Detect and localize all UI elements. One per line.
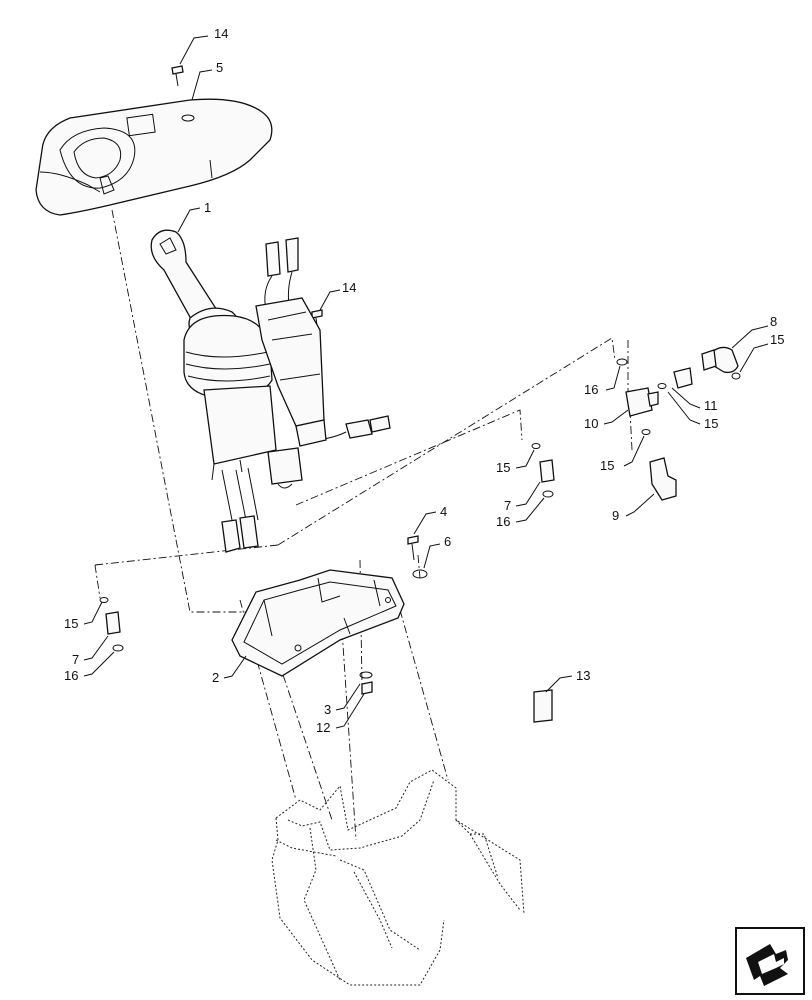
callout-15-r2: 15 xyxy=(704,416,718,431)
callout-15-r1: 15 xyxy=(770,332,784,347)
housing-frame-phantom xyxy=(271,769,525,986)
callout-15-left: 15 xyxy=(64,616,78,631)
callout-11: 11 xyxy=(704,398,718,413)
callout-7-left: 7 xyxy=(72,652,79,667)
callout-7-mid: 7 xyxy=(504,498,511,513)
callout-16-mid: 16 xyxy=(496,514,510,529)
callout-15-r3: 15 xyxy=(600,458,614,473)
callout-6: 6 xyxy=(444,534,451,549)
callout-13: 13 xyxy=(576,668,590,683)
mounting-plate-part-2 xyxy=(231,569,405,677)
callout-1: 1 xyxy=(204,200,211,215)
callout-3: 3 xyxy=(324,702,331,717)
console-cover-part-5 xyxy=(35,98,273,216)
callout-10: 10 xyxy=(584,416,598,431)
callout-14-mid: 14 xyxy=(342,280,356,295)
callout-9: 9 xyxy=(612,508,619,523)
next-page-arrow-icon[interactable] xyxy=(735,927,805,995)
callout-16-left: 16 xyxy=(64,668,78,683)
callout-12: 12 xyxy=(316,720,330,735)
callout-14-top: 14 xyxy=(214,26,228,41)
callout-2: 2 xyxy=(212,670,219,685)
callout-4: 4 xyxy=(440,504,447,519)
auxiliary-control-levers xyxy=(255,237,327,447)
callout-labels: 14 5 1 14 8 15 16 11 10 15 15 15 7 16 9 … xyxy=(64,26,784,735)
fittings-cluster xyxy=(99,346,741,723)
leader-lines xyxy=(83,35,769,729)
joystick-assembly-part-1 xyxy=(150,229,391,553)
callout-16-r1: 16 xyxy=(584,382,598,397)
callout-5: 5 xyxy=(216,60,223,75)
callout-15-mid: 15 xyxy=(496,460,510,475)
screw-part-14-top xyxy=(171,65,184,87)
callout-8: 8 xyxy=(770,314,777,329)
